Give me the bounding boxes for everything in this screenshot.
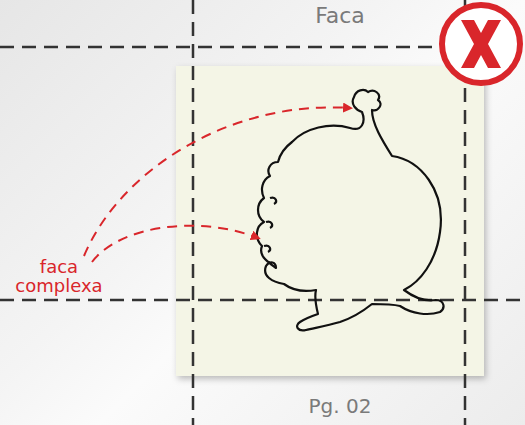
callout-note: faca complexa xyxy=(14,258,104,296)
pointer-arrows xyxy=(84,107,350,262)
reject-mark xyxy=(442,5,520,83)
paper-sheet xyxy=(176,66,484,376)
page-number: Pg. 02 xyxy=(285,396,395,417)
die-cut-outline xyxy=(257,90,444,330)
section-title: Faca xyxy=(285,4,395,27)
